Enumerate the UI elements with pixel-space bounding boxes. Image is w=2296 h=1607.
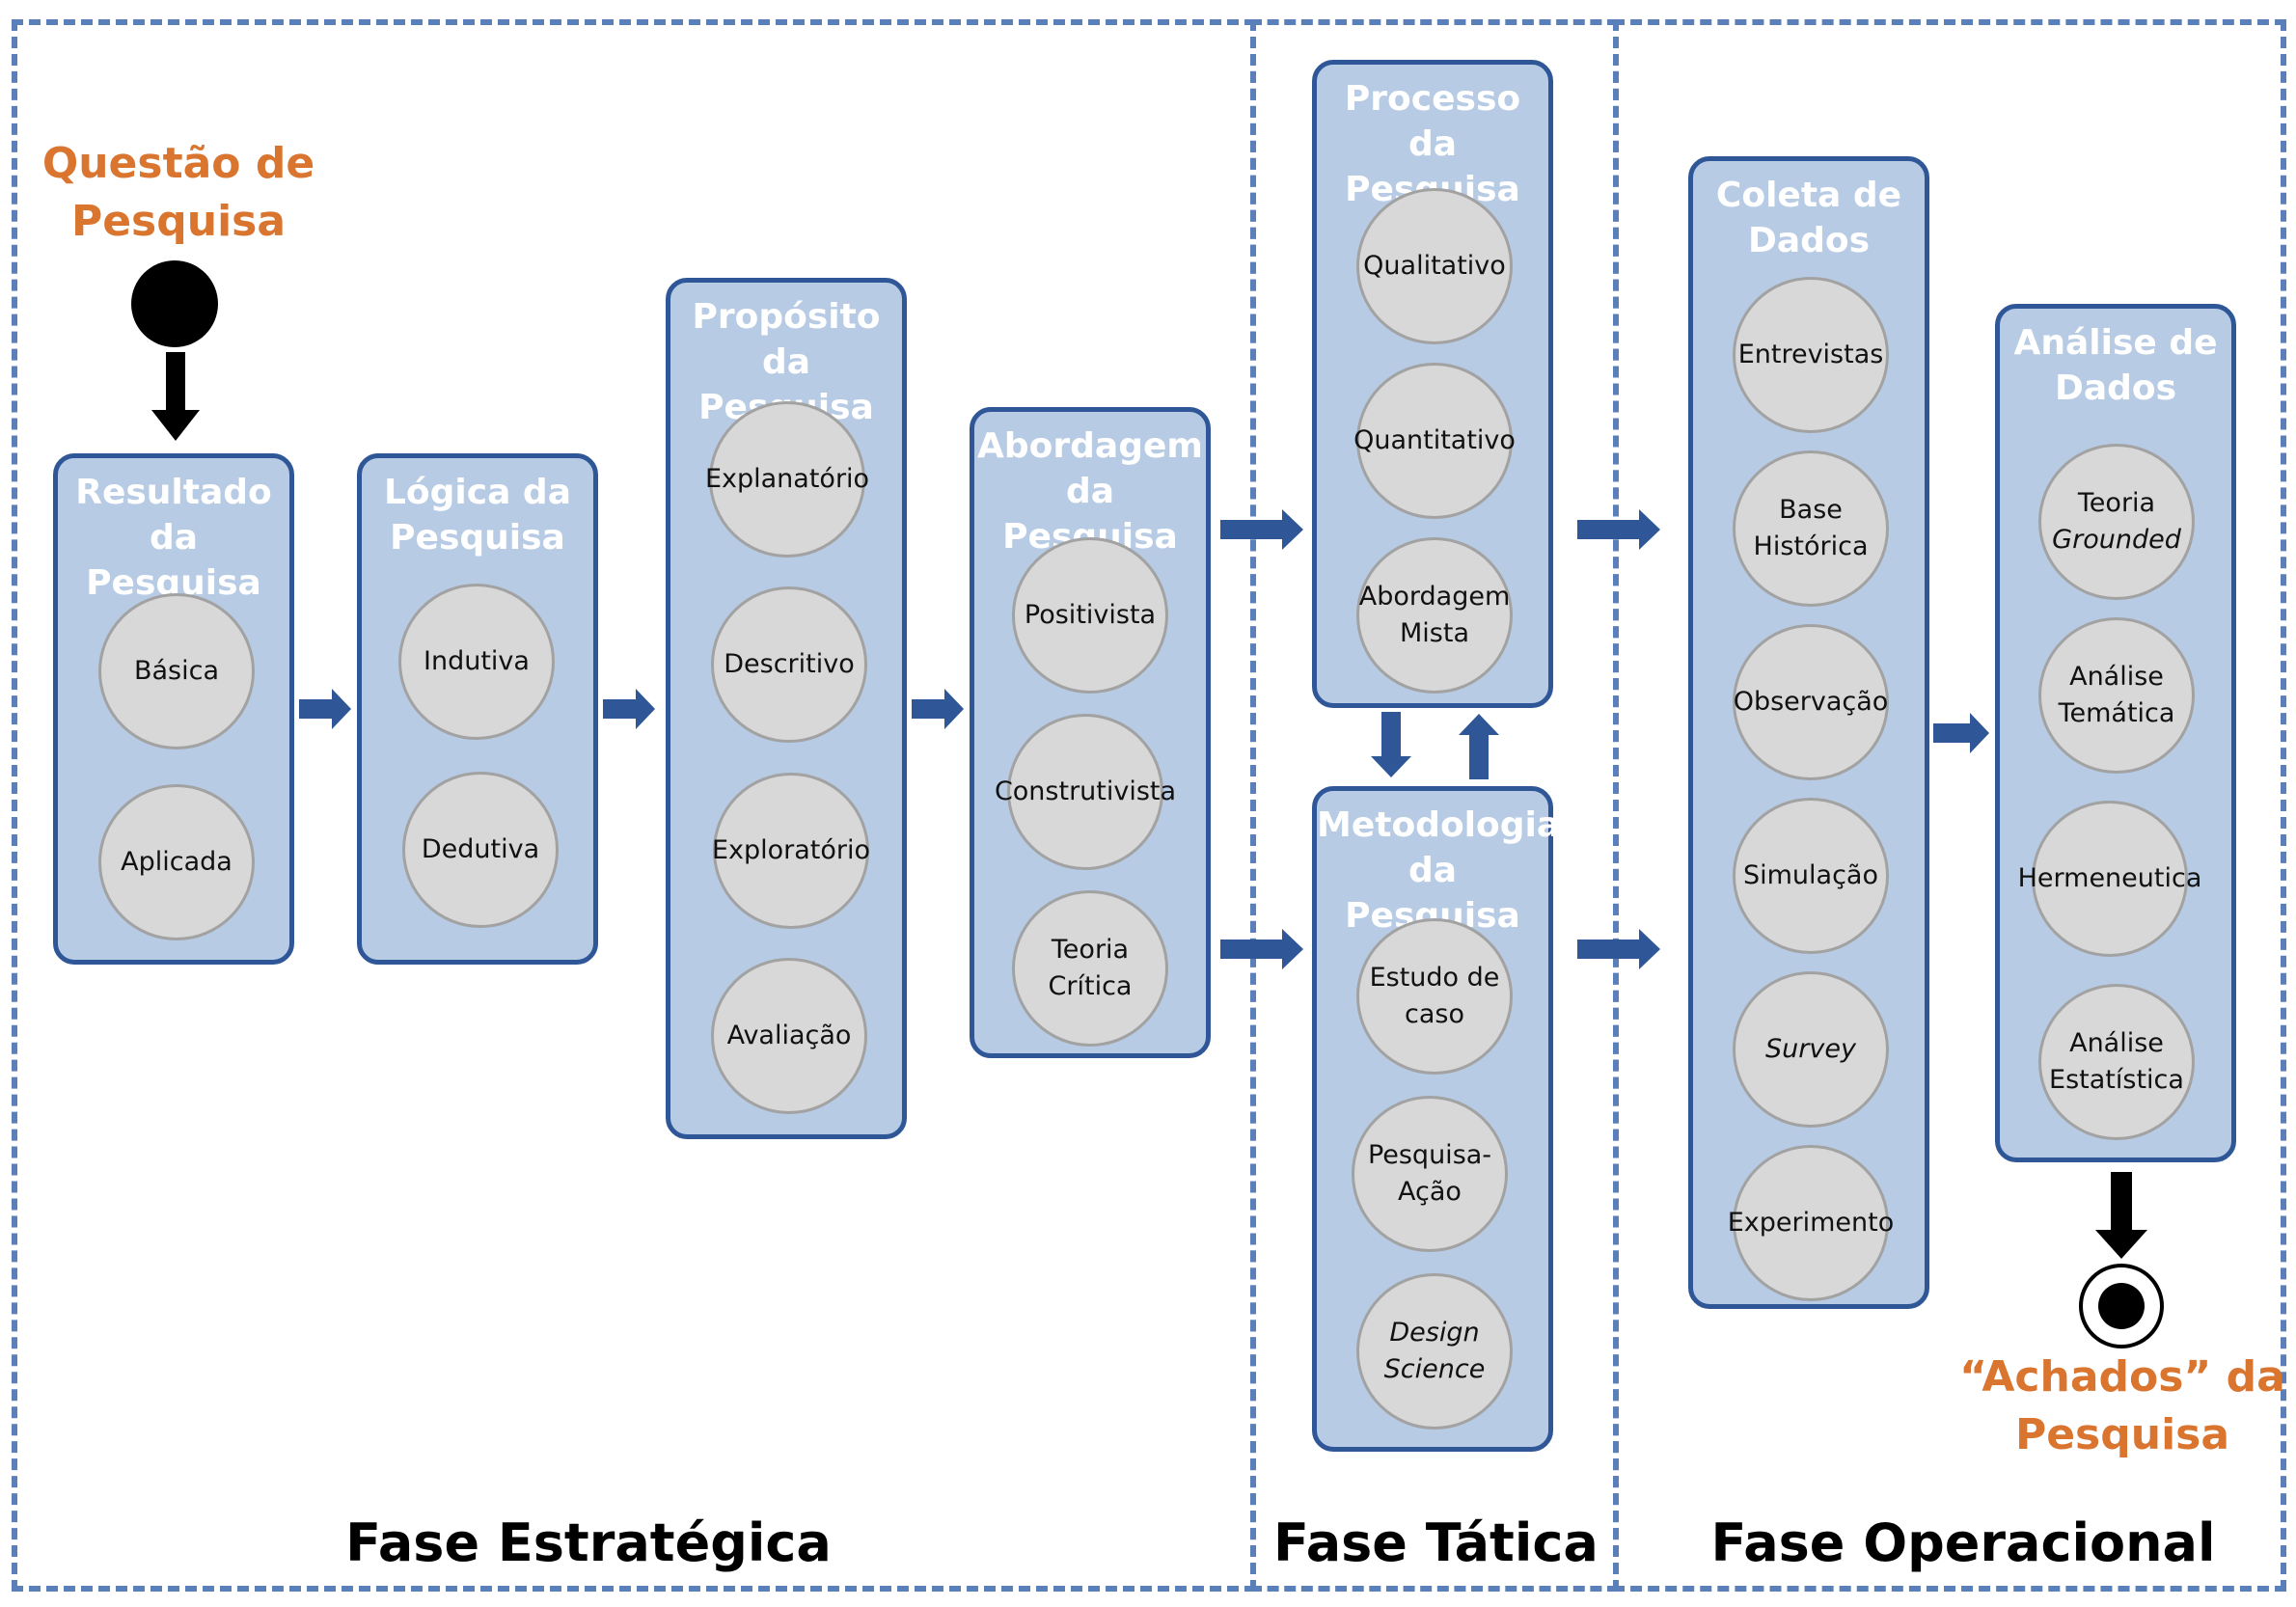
circle-exploratorio: Exploratório — [712, 773, 870, 929]
circle-dedutiva: Dedutiva — [402, 772, 559, 928]
circle-hermeneutica: Hermeneutica — [2018, 801, 2201, 957]
arrow-metodologia-to-processo — [1459, 714, 1499, 779]
circle-estudo-de-caso: Estudo de caso — [1356, 918, 1513, 1075]
circle-basica: Básica — [98, 593, 255, 749]
arrow-processo-coleta — [1577, 509, 1660, 550]
circle-quantitativo: Quantitativo — [1353, 363, 1516, 519]
circle-base-historica: Base Histórica — [1733, 450, 1889, 607]
circle-qualitativo: Qualitativo — [1356, 188, 1513, 344]
teoria-text: Teoria — [2077, 488, 2156, 518]
circle-teoria-grounded: Teoria Grounded — [2038, 444, 2195, 600]
box-resultado-title: Resultado da Pesquisa — [75, 473, 272, 603]
arrow-coleta-analise — [1933, 713, 1989, 753]
circle-construtivista: Construtivista — [995, 714, 1176, 870]
circle-entrevistas: Entrevistas — [1733, 277, 1889, 433]
arrow-metodologia-coleta — [1577, 929, 1660, 969]
circle-avaliacao: Avaliação — [711, 958, 867, 1114]
circle-analise-estatistica: Análise Estatística — [2038, 984, 2195, 1140]
end-node — [2079, 1264, 2164, 1348]
box-metodologia-pesquisa: Metodologia da Pesquisa Estudo de caso P… — [1312, 786, 1560, 1452]
start-node — [131, 260, 218, 347]
circle-pesquisa-acao: Pesquisa-Ação — [1352, 1096, 1508, 1252]
circle-indutiva: Indutiva — [398, 584, 555, 740]
circle-abordagem-mista: Abordagem Mista — [1356, 537, 1513, 694]
start-label: Questão de Pesquisa — [41, 139, 315, 246]
grounded-text: Grounded — [2052, 525, 2181, 555]
circle-teoria-critica: Teoria Crítica — [1012, 890, 1168, 1047]
phase-operacional-label: Fase Operacional — [1710, 1512, 2216, 1573]
box-proposito-pesquisa: Propósito da Pesquisa Explanatório Descr… — [666, 278, 907, 1139]
circle-explanatorio: Explanatório — [705, 401, 869, 558]
circle-analise-tematica: Análise Temática — [2038, 617, 2195, 774]
phase-operacional-region — [1613, 19, 2286, 1592]
box-processo-pesquisa: Processo da Pesquisa Qualitativo Quantit… — [1312, 60, 1553, 708]
arrow-processo-to-metodologia — [1371, 712, 1411, 777]
arrow-abordagem-metodologia — [1220, 929, 1303, 969]
box-analise-title: Análise de Dados — [2013, 323, 2218, 408]
phase-estrategica-label: Fase Estratégica — [345, 1512, 832, 1573]
box-abordagem-pesquisa: Abordagem da Pesquisa Positivista Constr… — [970, 407, 1211, 1058]
end-label: “Achados” da Pesquisa — [1959, 1352, 2285, 1459]
box-analise-dados: Análise de Dados Teoria Grounded Análise… — [1995, 304, 2236, 1162]
circle-survey: Survey — [1733, 971, 1889, 1128]
arrow-abordagem-processo — [1220, 509, 1303, 550]
box-logica-pesquisa: Lógica da Pesquisa Indutiva Dedutiva — [357, 453, 598, 965]
box-resultado-pesquisa: Resultado da Pesquisa Básica Aplicada — [53, 453, 294, 965]
circle-positivista: Positivista — [1012, 537, 1168, 694]
arrow-logica-proposito — [603, 689, 655, 729]
circle-aplicada: Aplicada — [98, 784, 255, 940]
circle-observacao: Observação — [1733, 624, 1889, 780]
arrow-resultado-logica — [299, 689, 351, 729]
box-proposito-title: Propósito da Pesquisa — [692, 297, 881, 427]
end-arrow — [2095, 1172, 2147, 1259]
arrow-proposito-abordagem — [912, 689, 964, 729]
circle-simulacao: Simulação — [1733, 798, 1889, 954]
box-logica-title: Lógica da Pesquisa — [383, 473, 571, 558]
circle-descritivo: Descritivo — [711, 586, 867, 743]
end-node-inner — [2098, 1283, 2145, 1329]
start-arrow — [151, 352, 200, 441]
box-coleta-title: Coleta de Dados — [1715, 176, 1902, 260]
phase-tatica-label: Fase Tática — [1273, 1512, 1599, 1573]
circle-experimento: Experimento — [1728, 1145, 1894, 1301]
box-coleta-dados: Coleta de Dados Entrevistas Base Históri… — [1688, 156, 1929, 1309]
box-abordagem-title: Abordagem da Pesquisa — [977, 426, 1203, 557]
circle-design-science: Design Science — [1356, 1273, 1513, 1430]
